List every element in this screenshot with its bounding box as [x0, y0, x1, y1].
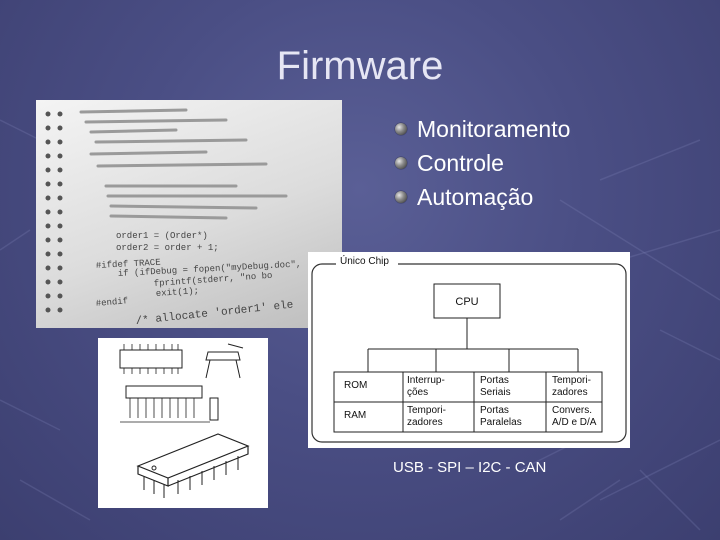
bullet-icon — [395, 191, 407, 203]
block-parallel-ports: Paralelas — [480, 417, 522, 428]
block-converters: A/D e D/A — [552, 417, 597, 428]
block-rom: ROM — [344, 380, 367, 391]
protocols-text: USB - SPI – I2C - CAN — [393, 459, 547, 476]
block-timers-2: zadores — [407, 417, 443, 428]
code-line: order1 = (Order*) — [116, 231, 208, 241]
diagram-caption: Único Chip — [340, 254, 389, 267]
block-parallel-ports: Portas — [480, 405, 509, 416]
bullet-item: Monitoramento — [395, 112, 570, 146]
code-line: order2 = order + 1; — [116, 243, 219, 253]
block-timers: Tempori- — [552, 375, 591, 386]
chip-drawing-image — [98, 338, 268, 508]
bullet-item: Controle — [395, 146, 570, 180]
code-line: #endif — [95, 296, 128, 309]
bullet-list: Monitoramento Controle Automação — [395, 112, 570, 214]
chip-block-diagram: Único Chip CPU ROM Interrup- ções Portas… — [308, 252, 630, 448]
code-line: /* allocate 'order1' ele — [135, 299, 294, 327]
bullet-item: Automação — [395, 180, 570, 214]
block-serial-ports: Portas — [480, 375, 509, 386]
block-interrupts: ções — [407, 387, 428, 398]
block-timers: zadores — [552, 387, 588, 398]
bullet-label: Automação — [417, 183, 534, 210]
block-interrupts: Interrup- — [407, 375, 445, 386]
bullet-label: Controle — [417, 149, 504, 176]
code-line: #ifdef TRACE — [96, 258, 161, 271]
block-converters: Convers. — [552, 405, 592, 416]
code-line: exit(1); — [156, 286, 200, 299]
slide-title: Firmware — [276, 44, 444, 88]
bullet-label: Monitoramento — [417, 115, 571, 142]
block-serial-ports: Seriais — [480, 387, 511, 398]
block-timers-2: Tempori- — [407, 405, 446, 416]
cpu-label: CPU — [455, 296, 478, 308]
bullet-icon — [395, 123, 407, 135]
block-ram: RAM — [344, 410, 366, 421]
bullet-icon — [395, 157, 407, 169]
code-printout-image: order1 = (Order*) order2 = order + 1; #i… — [36, 100, 342, 328]
